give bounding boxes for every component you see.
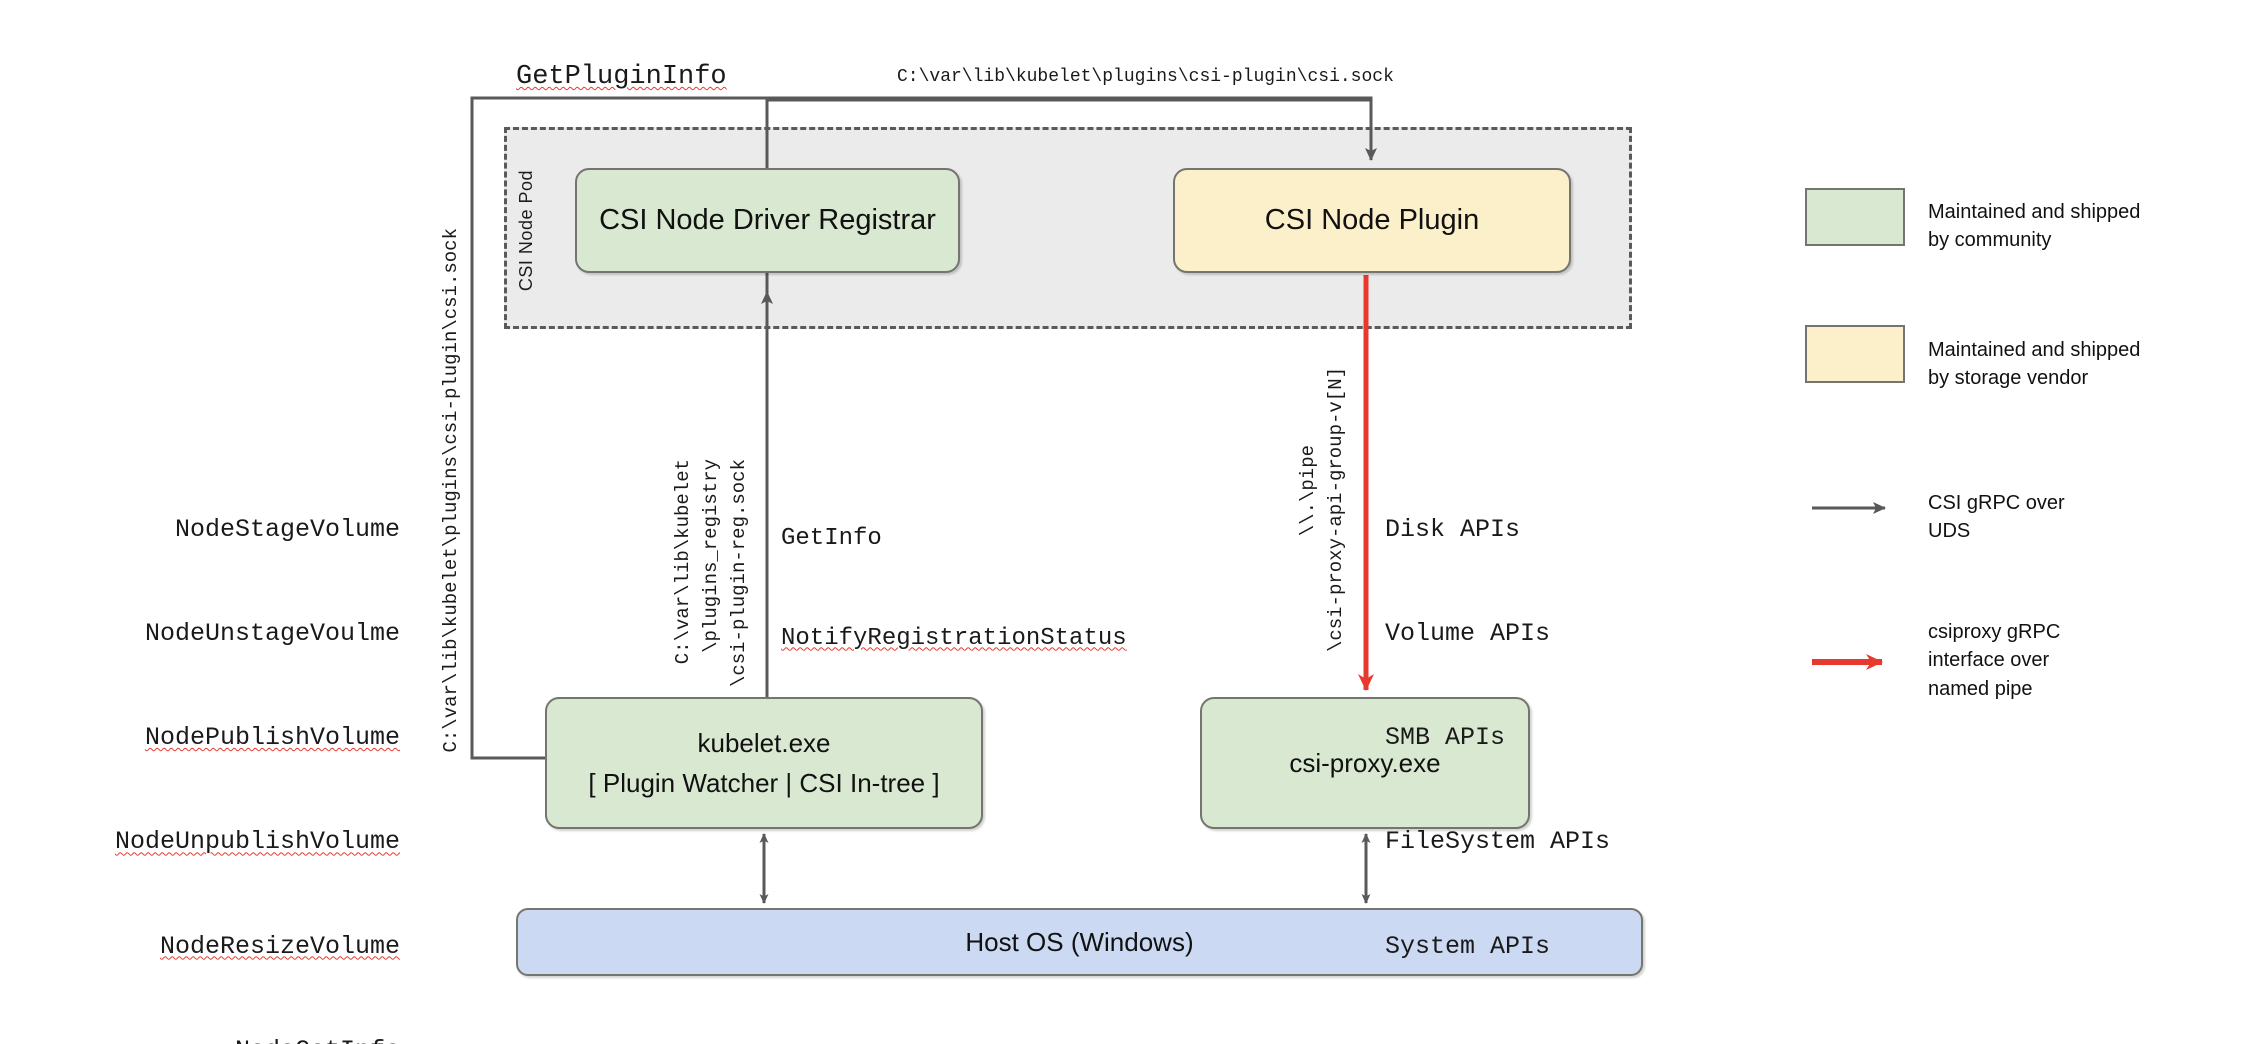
list-item: NodeUnstageVoulme	[144, 618, 400, 648]
legend-label-uds-line1: CSI gRPC over	[1928, 492, 2065, 514]
legend-label-pipe-line3: named pipe	[1928, 677, 2033, 700]
list-item: NodeUnpublishVolume	[114, 827, 400, 857]
list-item: FileSystem APIs	[1385, 827, 1611, 857]
legend-label-community: Maintained and shipped by community	[1928, 198, 2140, 255]
legend-label-csiproxy-named-pipe: csiproxy gRPC interface over named pipe	[1928, 618, 2060, 703]
legend-label-pipe-line1: csiproxy gRPC	[1928, 621, 2061, 643]
list-item: SMB APIs	[1385, 723, 1506, 752]
node-host-os[interactable]: Host OS (Windows)	[516, 908, 1643, 976]
list-item: NodeResizeVolume	[159, 931, 400, 961]
node-csi-node-driver-registrar-label: CSI Node Driver Registrar	[599, 204, 936, 236]
list-item: NodePublishVolume	[144, 723, 400, 752]
node-kubelet-exe[interactable]: kubelet.exe [ Plugin Watcher | CSI In-tr…	[545, 697, 983, 829]
node-csi-proxy-exe[interactable]: csi-proxy.exe	[1200, 697, 1530, 829]
label-csi-sock-path-top: C:\var\lib\kubelet\plugins\csi-plugin\cs…	[897, 67, 1394, 87]
legend-swatch-community	[1805, 188, 1905, 246]
label-registry-sock-line1: C:\var\lib\kubelet	[672, 459, 694, 665]
legend-label-vendor-line1: Maintained and shipped	[1928, 339, 2141, 361]
list-item: NodeStageVolume	[174, 514, 400, 544]
csi-node-api-list: NodeStageVolume NodeUnstageVoulme NodePu…	[110, 443, 400, 1044]
label-csi-sock-path-left: C:\var\lib\kubelet\plugins\csi-plugin\cs…	[440, 228, 462, 753]
node-csi-node-plugin[interactable]: CSI Node Plugin	[1173, 168, 1571, 273]
legend-label-community-line1: Maintained and shipped	[1928, 201, 2141, 223]
label-notify-registration-status: NotifyRegistrationStatus	[781, 624, 1127, 652]
node-host-os-label: Host OS (Windows)	[965, 926, 1194, 957]
csi-proxy-api-list: Disk APIs Volume APIs SMB APIs FileSyste…	[1385, 443, 1610, 1034]
legend-label-uds-line2: UDS	[1928, 520, 1971, 543]
list-item: Volume APIs	[1385, 618, 1551, 648]
label-get-info: GetInfo	[781, 525, 882, 553]
label-named-pipe-line2: \csi-proxy-api-group-v[N]	[1325, 367, 1347, 653]
node-csi-node-driver-registrar[interactable]: CSI Node Driver Registrar	[575, 168, 960, 273]
node-csi-proxy-exe-label: csi-proxy.exe	[1289, 747, 1441, 778]
label-registry-sock-line2: \plugins_registry	[700, 459, 722, 653]
label-get-plugin-info: GetPluginInfo	[516, 62, 727, 92]
legend-swatch-storage-vendor	[1805, 325, 1905, 383]
legend-label-csi-grpc-uds: CSI gRPC over UDS	[1928, 489, 2065, 546]
legend-label-pipe-line2: interface over	[1928, 649, 2050, 672]
legend-label-community-line2: by community	[1928, 229, 2052, 252]
legend-label-storage-vendor: Maintained and shipped by storage vendor	[1928, 336, 2140, 393]
label-registration-calls: GetInfo NotifyRegistrationStatus	[781, 456, 1127, 721]
node-kubelet-exe-label: kubelet.exe	[697, 727, 831, 758]
csi-node-pod-label: CSI Node Pod	[516, 170, 536, 292]
list-item: System APIs	[1385, 931, 1551, 961]
node-csi-node-plugin-label: CSI Node Plugin	[1264, 204, 1480, 236]
node-kubelet-exe-sublabel: [ Plugin Watcher | CSI In-tree ]	[588, 768, 940, 798]
label-registry-sock-line3: \csi-plugin-reg.sock	[728, 459, 750, 688]
label-named-pipe-line1: \\.\pipe	[1297, 445, 1319, 537]
legend-label-vendor-line2: by storage vendor	[1928, 367, 2089, 390]
list-item: NodeGetInfo	[110, 1034, 400, 1044]
list-item: Disk APIs	[1385, 514, 1521, 544]
